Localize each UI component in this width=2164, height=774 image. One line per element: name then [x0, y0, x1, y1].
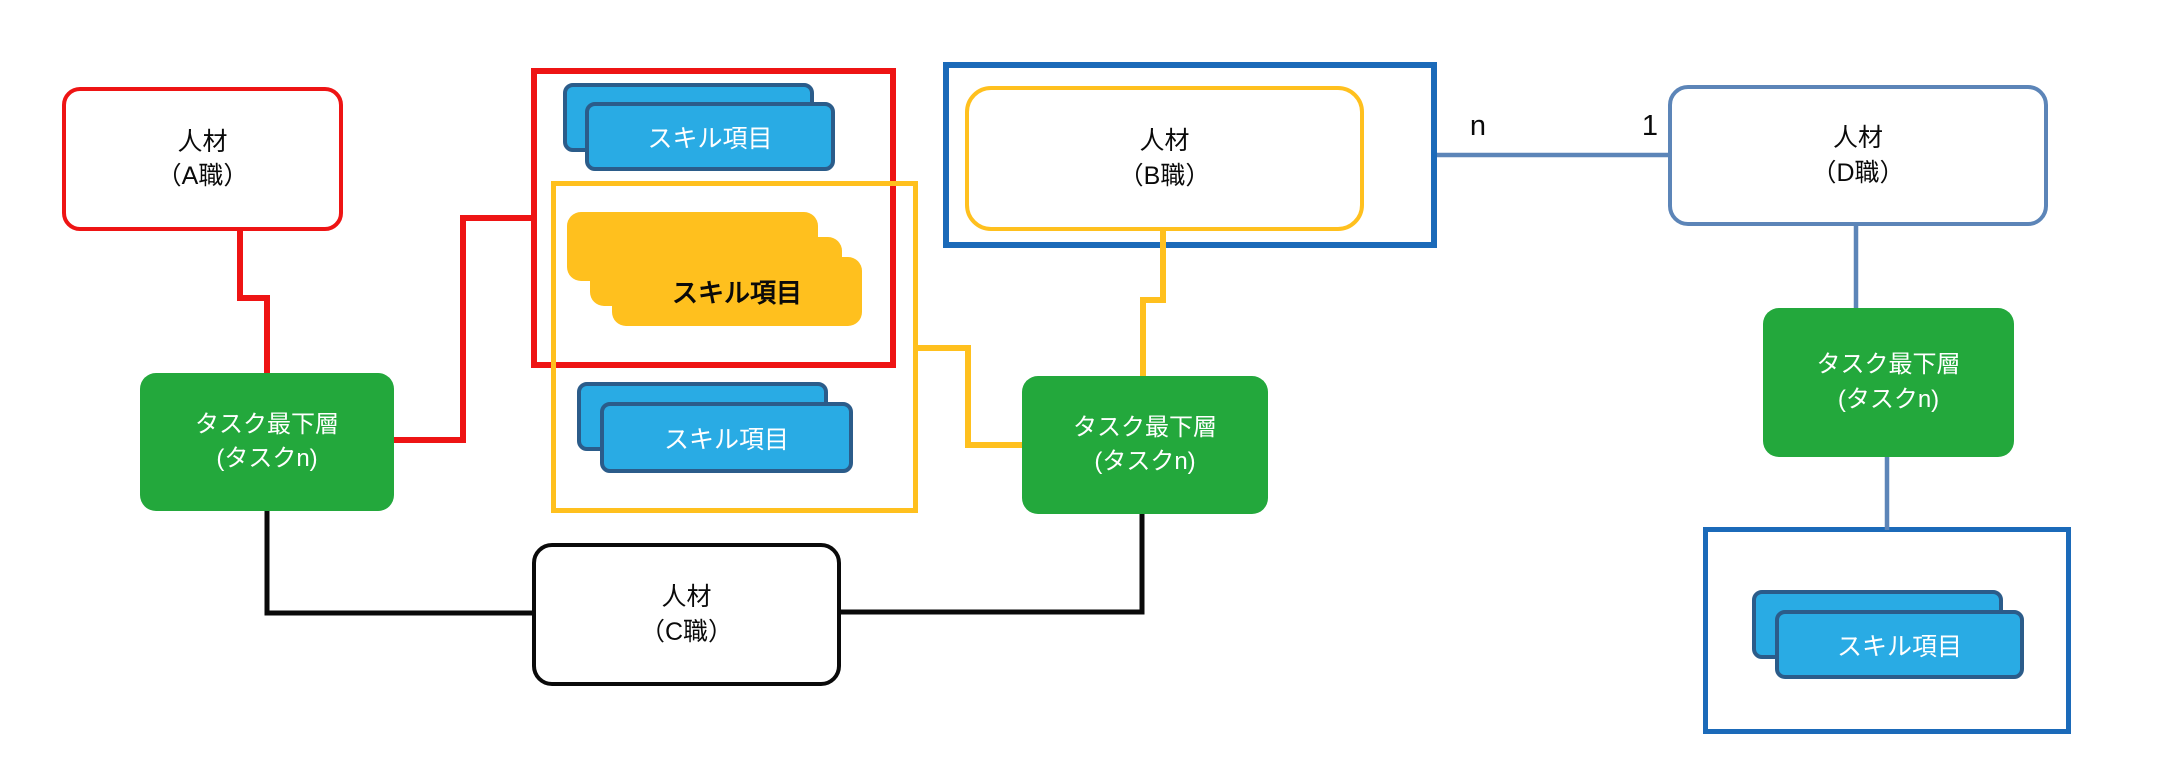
connector-task-left-to-person-c	[264, 508, 534, 616]
skill-card-right-label: スキル項目	[1836, 632, 1962, 661]
skill-card-middle-front: スキル項目	[600, 402, 853, 473]
cardinality-1-label: 1	[1641, 110, 1659, 142]
connector-person-b-to-task-center	[1140, 228, 1166, 380]
skill-card-yellow-label: スキル項目	[671, 278, 802, 308]
task-box-left: タスク最下層 (タスクn)	[140, 373, 394, 511]
skill-card-top-front: スキル項目	[585, 102, 835, 171]
skill-group-red-container	[531, 68, 896, 368]
task-box-center: タスク最下層 (タスクn)	[1022, 376, 1268, 514]
person-box-b: 人材 （B職）	[965, 86, 1364, 231]
cardinality-n-label: n	[1469, 110, 1487, 142]
person-a-label-line1: 人材	[177, 127, 228, 156]
connector-task-center-to-person-c	[838, 511, 1145, 615]
person-b-label-line2: （B職）	[1118, 161, 1211, 190]
connector-person-a-to-task-left	[237, 230, 270, 378]
person-a-label-line2: （A職）	[156, 162, 249, 190]
connector-task-left-to-red-container	[390, 215, 534, 443]
task-left-label-line2: (タスクn)	[216, 445, 318, 472]
connector-yellow-container-to-task-center	[915, 345, 1025, 448]
task-right-label-line1: タスク最下層	[1816, 351, 1961, 379]
person-box-c: 人材 （C職）	[532, 543, 841, 686]
task-center-label-line1: タスク最下層	[1073, 413, 1217, 441]
person-d-label-line2: （D職）	[1811, 158, 1905, 187]
skill-card-middle-label: スキル項目	[663, 425, 789, 454]
person-b-label-line1: 人材	[1139, 127, 1190, 155]
task-box-right: タスク最下層 (タスクn)	[1763, 308, 2014, 457]
person-box-a: 人材 （A職）	[62, 87, 343, 231]
person-c-label-line2: （C職）	[639, 617, 734, 646]
skill-card-yellow-front: スキル項目	[612, 257, 862, 326]
task-center-label-line2: (タスクn)	[1094, 448, 1196, 475]
skill-card-right-front: スキル項目	[1775, 610, 2024, 679]
skill-card-top-label: スキル項目	[647, 124, 773, 153]
person-d-label-line1: 人材	[1832, 124, 1883, 152]
person-c-label-line1: 人材	[661, 583, 712, 611]
task-left-label-line1: タスク最下層	[195, 410, 339, 438]
task-right-label-line2: (タスクn)	[1837, 385, 1940, 413]
person-box-d: 人材 （D職）	[1668, 85, 2048, 226]
